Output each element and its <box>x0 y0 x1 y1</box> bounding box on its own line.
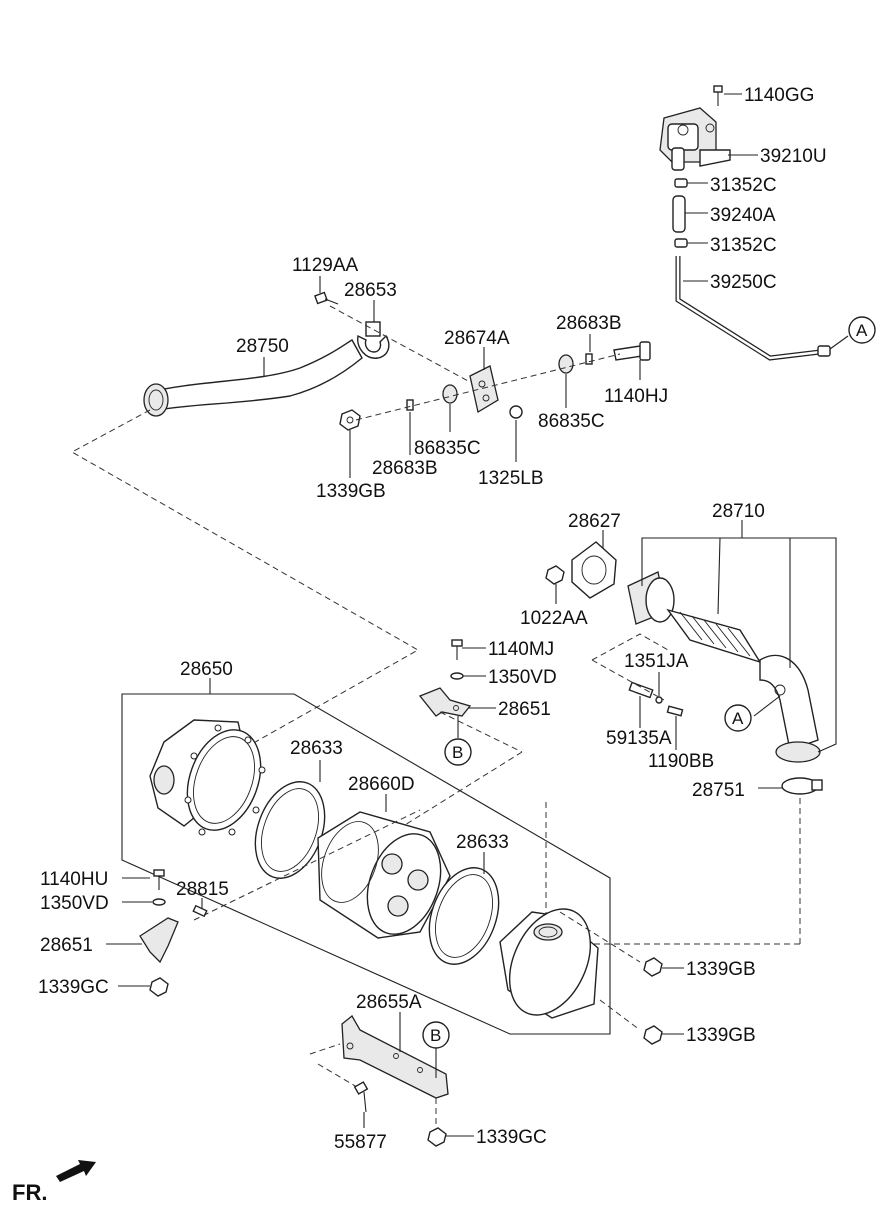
label-1129aa: 1129AA <box>292 255 359 276</box>
nut-1339gb-top <box>339 409 361 431</box>
label-28653: 28653 <box>344 280 397 301</box>
ref-b-lower-letter: B <box>430 1026 441 1045</box>
label-55877: 55877 <box>334 1132 387 1153</box>
label-1339gb-mid: 1339GB <box>686 959 756 980</box>
nut-1339gc-left <box>149 977 169 997</box>
nut-1339gb-mid <box>643 957 663 977</box>
label-28633-rear: 28633 <box>456 832 509 853</box>
ref-circle-a-mid <box>724 704 752 732</box>
label-28651-lower: 28651 <box>40 935 93 956</box>
label-1339gc-left: 1339GC <box>38 977 109 998</box>
ref-a-mid-letter: A <box>732 709 744 728</box>
label-28750: 28750 <box>236 336 289 357</box>
clamp-28751 <box>781 777 823 795</box>
ref-a-top-letter: A <box>856 321 868 340</box>
nut-1339gc-bottom <box>427 1127 447 1147</box>
label-1339gb-low: 1339GB <box>686 1025 756 1046</box>
pipe-39250c <box>675 256 831 361</box>
label-1351ja: 1351JA <box>624 651 689 672</box>
muffler-front-shell <box>149 719 266 836</box>
pipe-28750 <box>143 339 363 417</box>
muffler-rear-shell <box>499 908 599 1019</box>
ref-circle-b-upper <box>444 738 472 766</box>
label-1022aa: 1022AA <box>520 608 588 629</box>
nut-1022aa <box>545 565 565 585</box>
label-28674a: 28674A <box>444 328 510 349</box>
gasket-28633-rear <box>428 867 500 965</box>
front-direction-arrow-icon <box>56 1160 96 1182</box>
hanger-28651-upper <box>418 687 472 717</box>
label-1140hj: 1140HJ <box>604 386 668 407</box>
label-28683b-left: 28683B <box>372 458 438 479</box>
washer-28683b-left <box>406 399 414 411</box>
pin-59135a <box>628 681 654 699</box>
label-28633-front: 28633 <box>290 738 343 759</box>
label-28710: 28710 <box>712 501 765 522</box>
label-28751: 28751 <box>692 780 745 801</box>
bolt-1140gg <box>713 85 723 106</box>
label-1339gb-top: 1339GB <box>316 481 386 502</box>
label-31352c-lower: 31352C <box>710 235 777 256</box>
label-28627: 28627 <box>568 511 621 532</box>
label-39240a: 39240A <box>710 205 776 226</box>
label-28650: 28650 <box>180 659 233 680</box>
label-28683b-right: 28683B <box>556 313 622 334</box>
clamp-31352c-upper <box>674 178 688 188</box>
label-28660d: 28660D <box>348 774 415 795</box>
bolt-1140hj <box>613 341 651 361</box>
nut-1339gb-low <box>643 1025 663 1045</box>
front-direction-label: FR. <box>12 1180 47 1205</box>
bushing-86835c-left <box>442 384 458 404</box>
ref-circle-a-top <box>848 316 876 344</box>
egr-valve-assembly <box>659 107 731 171</box>
flex-pipe-28710 <box>627 571 821 763</box>
bolt-1140mj <box>451 639 463 660</box>
ref-circle-b-lower <box>422 1021 450 1049</box>
bolt-1190bb <box>666 705 684 717</box>
ref-b-upper-letter: B <box>452 743 463 762</box>
bushing-86835c-right <box>558 354 574 374</box>
label-39250c: 39250C <box>710 272 777 293</box>
label-31352c-upper: 31352C <box>710 175 777 196</box>
gasket-28627 <box>571 541 617 599</box>
label-1350vd-lower: 1350VD <box>40 893 109 914</box>
label-86835c-right: 86835C <box>538 411 605 432</box>
label-1350vd-upper: 1350VD <box>488 667 557 688</box>
clamp-31352c-lower <box>674 238 688 248</box>
bracket-28655a <box>341 1015 449 1099</box>
clamp-28653 <box>357 321 390 359</box>
washer-1350vd-lower <box>152 898 166 906</box>
label-1190bb: 1190BB <box>648 751 714 772</box>
hose-39240a <box>672 195 686 233</box>
bolt-1129aa <box>314 291 339 305</box>
washer-1350vd-upper <box>450 672 464 680</box>
label-1325lb: 1325LB <box>478 468 544 489</box>
label-28655a: 28655A <box>356 992 422 1013</box>
part-number-labels: 1140GG 39210U 31352C 39240A 31352C 39250… <box>38 85 827 1153</box>
label-28815: 28815 <box>176 879 229 900</box>
bolt-1140hu <box>153 869 165 890</box>
label-86835c-left: 86835C <box>414 438 481 459</box>
label-1140hu: 1140HU <box>40 869 108 890</box>
label-1339gc-bottom: 1339GC <box>476 1127 547 1148</box>
bracket-28674a <box>469 365 499 414</box>
label-59135a: 59135A <box>606 728 672 749</box>
hanger-28651-lower <box>139 917 179 964</box>
label-28651-upper: 28651 <box>498 699 551 720</box>
bolt-55877 <box>353 1081 369 1113</box>
bolt-28815 <box>192 904 208 918</box>
label-1140mj: 1140MJ <box>488 639 554 660</box>
label-1140gg: 1140GG <box>744 85 814 106</box>
washer-28683b-right <box>585 353 593 365</box>
ring-1351ja <box>655 696 663 704</box>
nut-1325lb <box>509 405 523 419</box>
label-39210u: 39210U <box>760 146 827 167</box>
